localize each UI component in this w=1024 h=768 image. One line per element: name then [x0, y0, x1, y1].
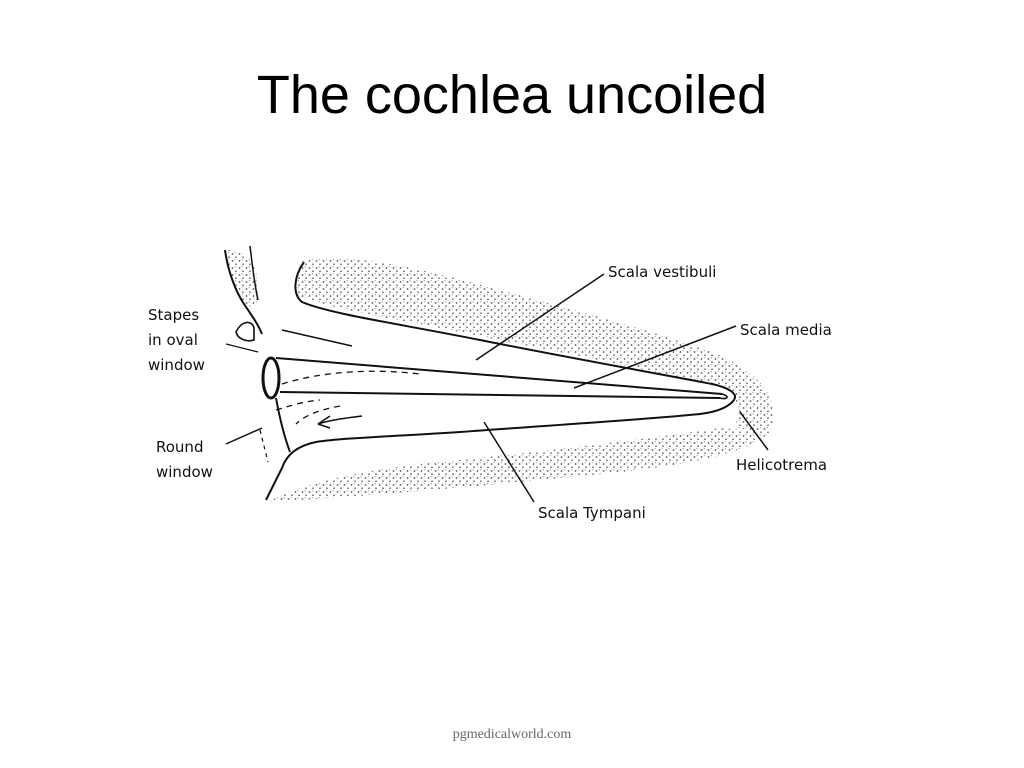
temporal-bone-stipple	[227, 250, 258, 307]
leader-scala-tympani	[483, 421, 535, 503]
label-scala-tympani: Scala Tympani	[538, 504, 646, 522]
flow-path-upper	[281, 370, 421, 385]
flow-path-lower	[275, 399, 321, 411]
label-scala-media: Scala media	[740, 321, 832, 339]
leader-round-window	[225, 427, 263, 445]
flow-arrow-bottom-head	[317, 415, 331, 429]
label-round-1: Round	[156, 438, 203, 456]
round-window-dash	[259, 429, 269, 463]
flow-arrow-bottom	[317, 415, 363, 425]
stapes-shape	[235, 321, 255, 342]
label-scala-vestibuli: Scala vestibuli	[608, 263, 716, 281]
duct-tip	[719, 393, 728, 400]
temporal-bone-outline-right	[249, 245, 259, 301]
scala-tympani-wall	[265, 413, 701, 501]
slide-title: The cochlea uncoiled	[256, 65, 768, 125]
label-helicotrema: Helicotrema	[736, 456, 827, 474]
label-stapes-2: in oval	[148, 331, 198, 349]
round-window-membrane	[275, 397, 291, 453]
label-stapes-3: window	[148, 356, 205, 374]
basilar-membrane	[279, 391, 721, 399]
helicotrema-apex	[699, 399, 735, 415]
stapes-line	[225, 343, 259, 353]
label-stapes-1: Stapes	[148, 306, 199, 324]
oval-window	[261, 356, 281, 400]
upper-bone-stipple	[294, 258, 774, 432]
footer-source: pgmedicalworld.com	[452, 727, 572, 742]
leader-scala-vestibuli	[475, 273, 605, 361]
lower-bone-stipple	[268, 428, 770, 502]
leader-scala-media	[573, 325, 737, 389]
flow-arrow-top	[281, 329, 353, 347]
leader-helicotrema	[739, 411, 769, 451]
label-round-2: window	[156, 463, 213, 481]
reissner-membrane	[275, 357, 723, 395]
flow-path-return	[295, 405, 341, 425]
scala-vestibuli-wall	[294, 261, 736, 401]
temporal-bone-outline	[224, 249, 263, 335]
